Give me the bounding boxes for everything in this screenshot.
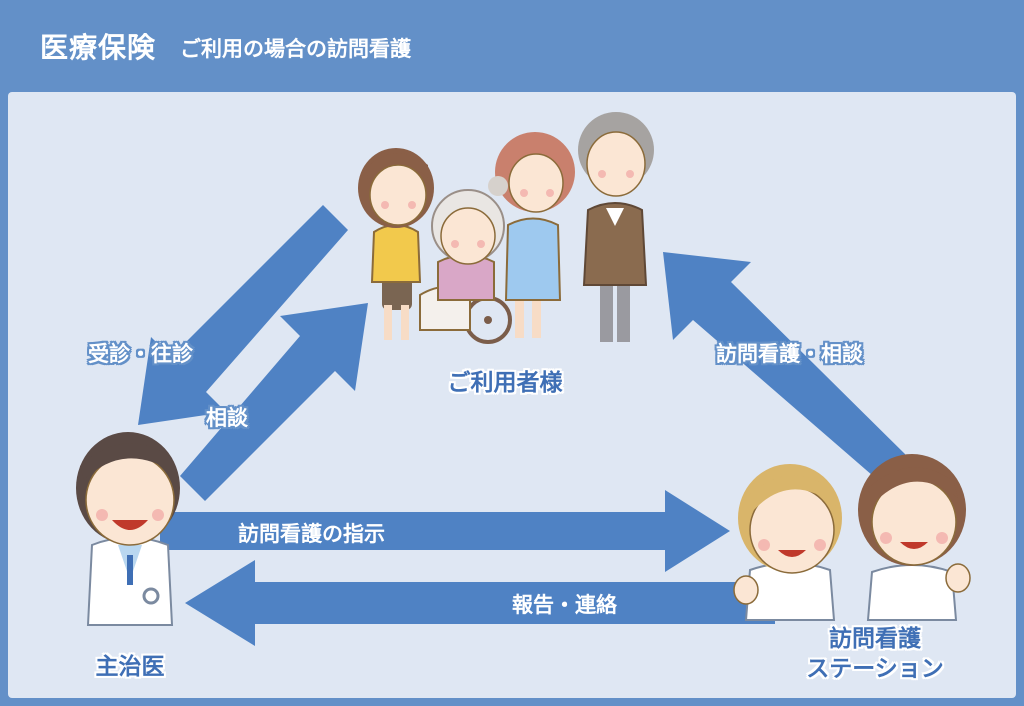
nurse-right-figure [858, 454, 971, 621]
report-contact-label: 報告・連絡 [512, 593, 617, 617]
title-main: 医療保険 [40, 31, 157, 64]
user-family-illustration [358, 112, 654, 344]
visit-nursing-consult-label: 訪問看護・相談 [716, 342, 863, 366]
family-grandmother-figure [419, 189, 512, 344]
arrow-instruction [160, 490, 730, 572]
station-label-line1: 訪問看護 [829, 626, 921, 652]
consult-visit-label: 受診・往診 [88, 342, 193, 366]
arrow-consult-visit [138, 205, 348, 425]
arrow-visit-nursing-consult [663, 252, 907, 482]
nurses-illustration [733, 454, 971, 621]
arrow-report-contact [185, 560, 775, 646]
station-label-line2: ステーション [806, 656, 944, 682]
doctor-illustration [76, 432, 180, 626]
doctor-label: 主治医 [95, 654, 165, 680]
consult-label: 相談 [206, 406, 248, 430]
visit-nursing-instruction-label: 訪問看護の指示 [238, 522, 385, 546]
user-family-label: ご利用者様 [447, 370, 563, 396]
family-grandfather-figure [578, 112, 654, 342]
nurse-left-figure [733, 464, 842, 621]
arrow-consult [180, 303, 368, 501]
family-woman-figure [358, 148, 434, 340]
header-bar: 医療保険 ご利用の場合の訪問看護 [0, 0, 1024, 88]
family-daughter-figure [488, 132, 575, 338]
title-sub: ご利用の場合の訪問看護 [180, 37, 411, 61]
